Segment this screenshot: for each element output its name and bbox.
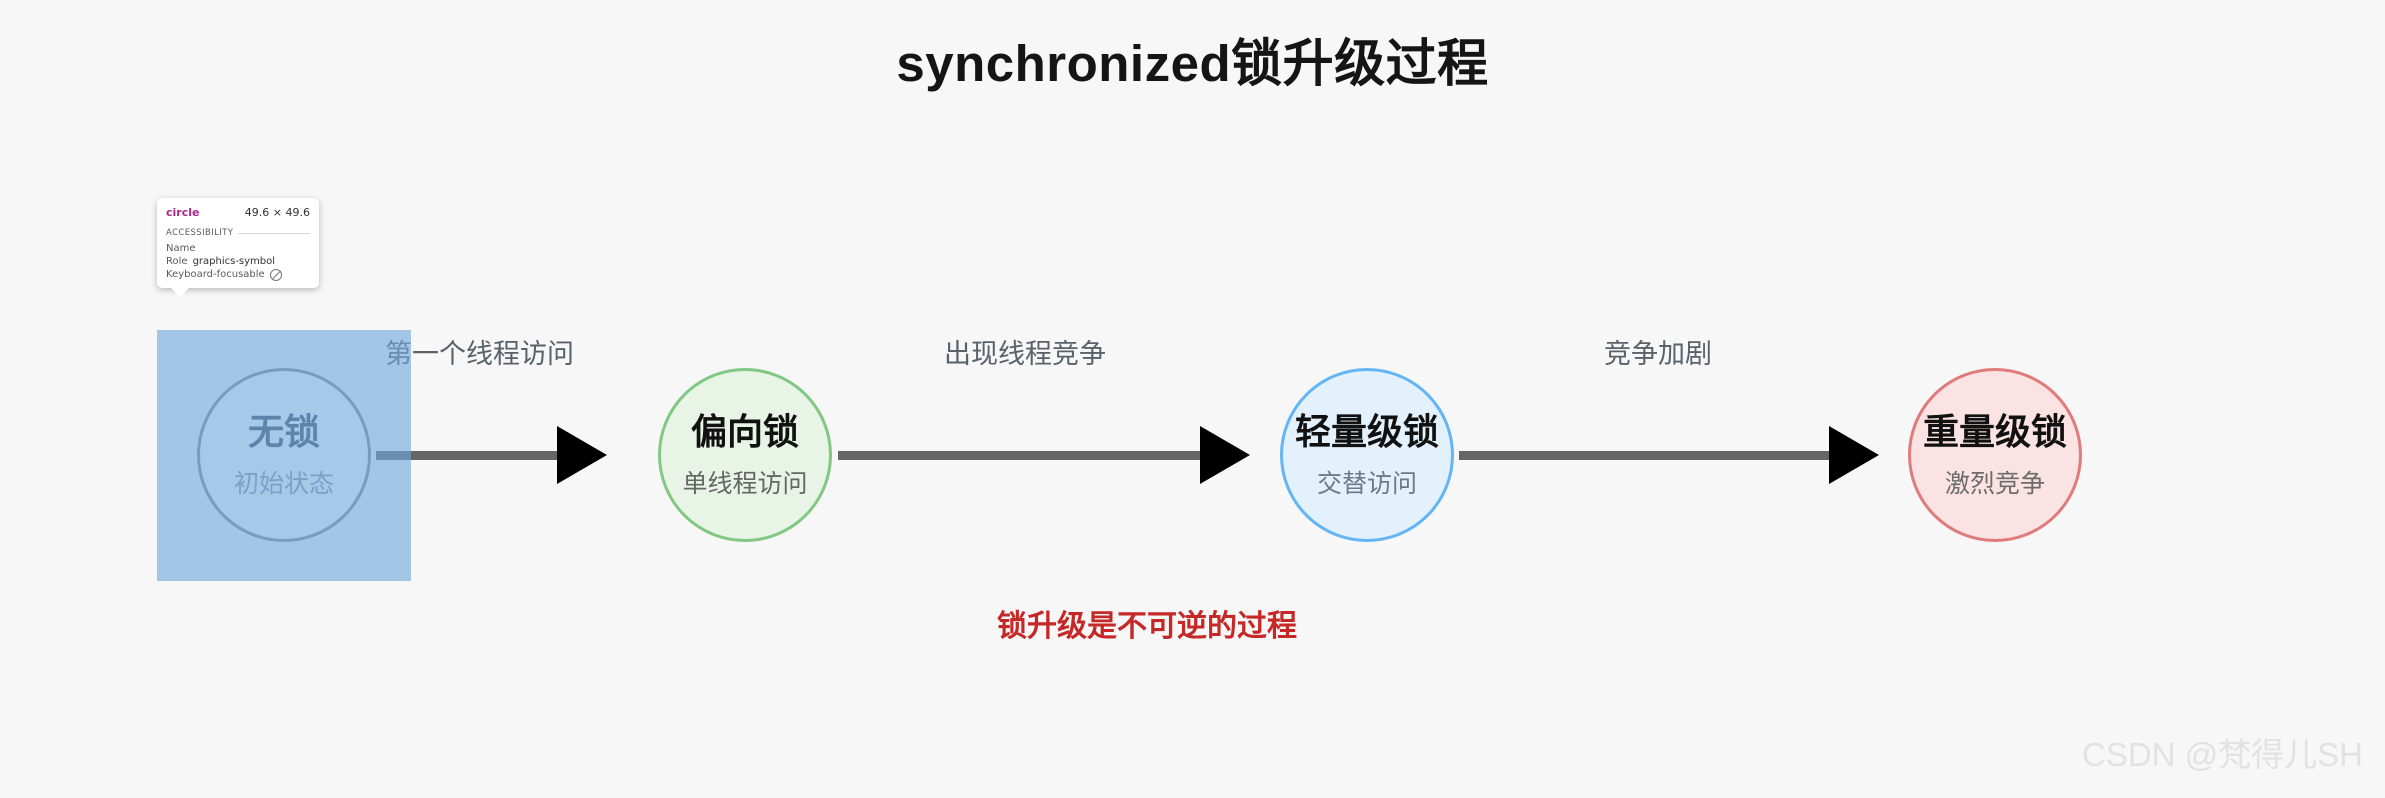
tooltip-row-key: Name (166, 243, 196, 254)
tooltip-row-value: graphics-symbol (192, 255, 276, 267)
tooltip-divider (238, 232, 310, 234)
arrow-head-icon-2 (1829, 426, 1879, 484)
tooltip-tag-name: circle (166, 206, 200, 219)
page-title: synchronized锁升级过程 (896, 35, 1489, 92)
footer-note: 锁升级是不可逆的过程 (997, 610, 1297, 643)
edge-label-1: 出现线程竞争 (944, 339, 1106, 369)
flow-node-subtitle: 交替访问 (1316, 469, 1417, 498)
edge-label-2: 竞争加剧 (1604, 339, 1712, 369)
flow-node-zhong-liang-ji-suo[interactable]: 重量级锁 激烈竞争 (1908, 368, 2082, 542)
tooltip-header: circle 49.6 × 49.6 (166, 206, 310, 219)
tooltip-row-keyboard-focusable: Keyboard-focusable (166, 269, 310, 282)
connector-line-1 (838, 451, 1200, 460)
flow-node-subtitle: 初始状态 (233, 469, 334, 498)
edge-label-0: 第一个线程访问 (385, 339, 574, 369)
arrow-head-icon-0 (557, 426, 607, 484)
connector-line-0 (376, 451, 557, 460)
tooltip-section-accessibility: ACCESSIBILITY (166, 228, 310, 238)
flow-node-qing-liang-ji-suo[interactable]: 轻量级锁 交替访问 (1280, 368, 1454, 542)
watermark: CSDN @梵得儿SH (2081, 736, 2363, 773)
tooltip-row-name: Name (166, 243, 310, 256)
flow-node-wu-suo[interactable]: 无锁 初始状态 (197, 368, 371, 542)
arrow-head-icon-1 (1200, 426, 1250, 484)
flow-node-title: 偏向锁 (690, 410, 799, 452)
flow-node-pian-xiang-suo[interactable]: 偏向锁 单线程访问 (658, 368, 832, 542)
flow-node-title: 无锁 (247, 410, 320, 452)
tooltip-dimensions: 49.6 × 49.6 (244, 206, 310, 219)
devtools-inspector-tooltip: circle 49.6 × 49.6 ACCESSIBILITY Name Ro… (157, 198, 319, 298)
flow-node-subtitle: 激烈竞争 (1944, 469, 2045, 498)
no-entry-icon (269, 268, 282, 281)
connector-line-2 (1459, 451, 1829, 460)
tooltip-row-key: Keyboard-focusable (166, 268, 265, 280)
tooltip-row-key: Role (166, 255, 188, 267)
flow-node-title: 轻量级锁 (1294, 410, 1439, 452)
tooltip-section-label: ACCESSIBILITY (166, 228, 234, 238)
flow-node-subtitle: 单线程访问 (682, 469, 808, 498)
flow-node-title: 重量级锁 (1922, 410, 2067, 452)
tooltip-row-role: Role graphics-symbol (166, 256, 310, 269)
